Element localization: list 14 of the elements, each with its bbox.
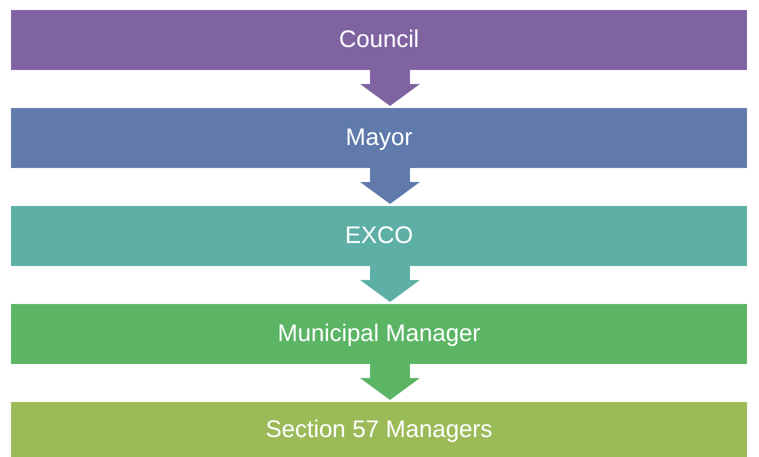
level-label: Municipal Manager — [278, 322, 480, 346]
level-box — [11, 402, 747, 457]
block-arrow — [360, 70, 420, 106]
level-box — [11, 304, 747, 364]
level-label: EXCO — [344, 224, 413, 248]
level-box — [11, 108, 747, 168]
block-arrow — [360, 266, 420, 302]
block-arrow — [360, 168, 420, 204]
block-arrow — [360, 364, 420, 400]
level-label: Council — [338, 28, 420, 52]
level-label: Mayor — [346, 126, 412, 150]
level-label: Section 57 Managers — [266, 418, 492, 442]
level-box — [11, 206, 747, 266]
level-box — [11, 10, 747, 70]
